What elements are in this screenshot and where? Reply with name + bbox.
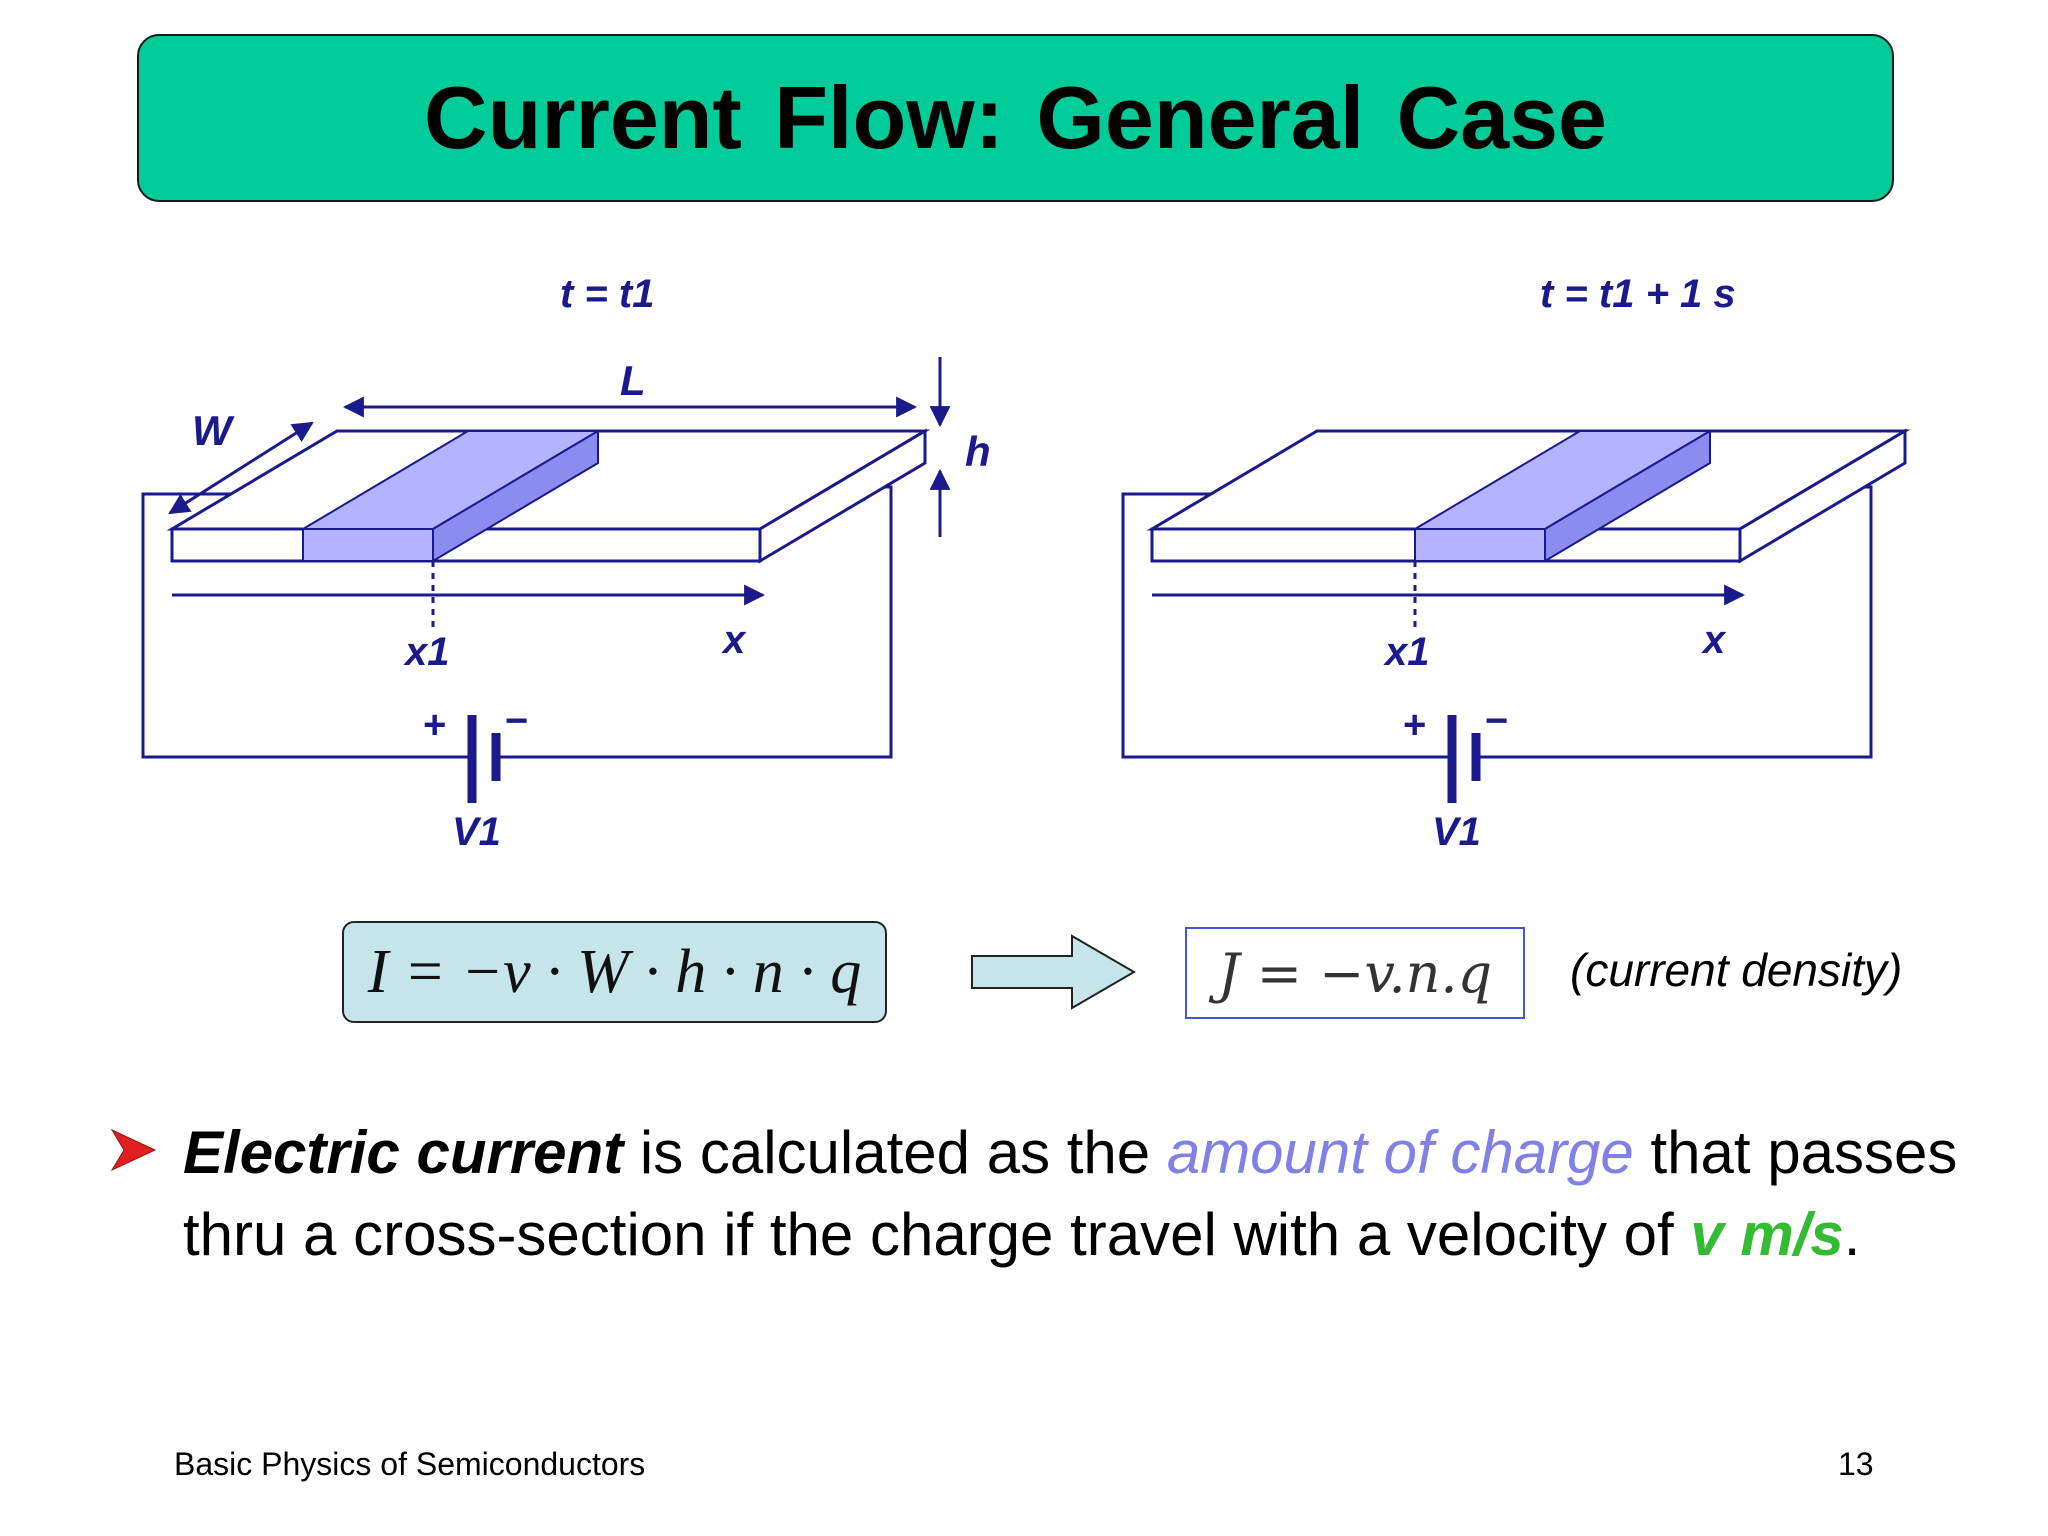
current-density-note: (current density) [1570,944,1903,996]
left-diagram: t = t1 L W h x1 x + − V1 [141,272,991,854]
left-position-label: x1 [403,630,450,674]
left-axis-label: x [721,618,747,662]
right-slab-side [1738,428,1907,564]
left-width-label: W [192,407,235,454]
current-density-equation: J = −v.n.q [1185,927,1525,1019]
right-charge-front [1414,528,1546,562]
bullet-text-1: is calculated as the [623,1119,1167,1186]
left-length-label: L [620,357,646,404]
left-height-label: h [965,428,991,475]
bullet-text-2: that passes thru a cross-section if the … [183,1119,1958,1268]
right-time-label: t = t1 + 1 s [1540,272,1736,316]
bullet-arrow-icon [110,1128,157,1172]
footer-course-title: Basic Physics of Semiconductors [174,1446,646,1482]
right-battery-minus: − [1485,699,1508,743]
bullet-text-3: . [1843,1201,1861,1268]
left-battery-label: V1 [452,810,501,854]
left-width-arrow [168,421,314,515]
current-equation: I = −v · W · h · n · q [342,921,887,1023]
left-charge-side [432,429,599,563]
title-banner: Current Flow: General Case [137,34,1894,202]
bullet-highlight: amount of charge [1166,1119,1634,1186]
bullet-term: Electric current [183,1119,624,1186]
right-circuit-wire [1121,492,1452,759]
left-battery-plus: + [423,703,446,747]
left-battery-minus: − [505,699,528,743]
right-battery-label: V1 [1432,810,1481,854]
right-diagram: t = t1 + 1 s x1 x + − V1 [1121,272,1911,854]
right-charge-side [1544,429,1711,563]
bullet-text: Electric current is calculated as the am… [183,1112,1973,1276]
left-slab-side [758,428,927,564]
right-battery-plus: + [1403,703,1426,747]
left-time-label: t = t1 [560,272,654,316]
right-position-label: x1 [1383,630,1430,674]
slide-title: Current Flow: General Case [424,68,1607,167]
page-number: 13 [1838,1446,1874,1482]
right-axis-label: x [1701,618,1727,662]
left-charge-front [302,528,434,562]
bullet-velocity: v m/s [1690,1201,1844,1268]
implies-arrow [971,934,1136,1010]
